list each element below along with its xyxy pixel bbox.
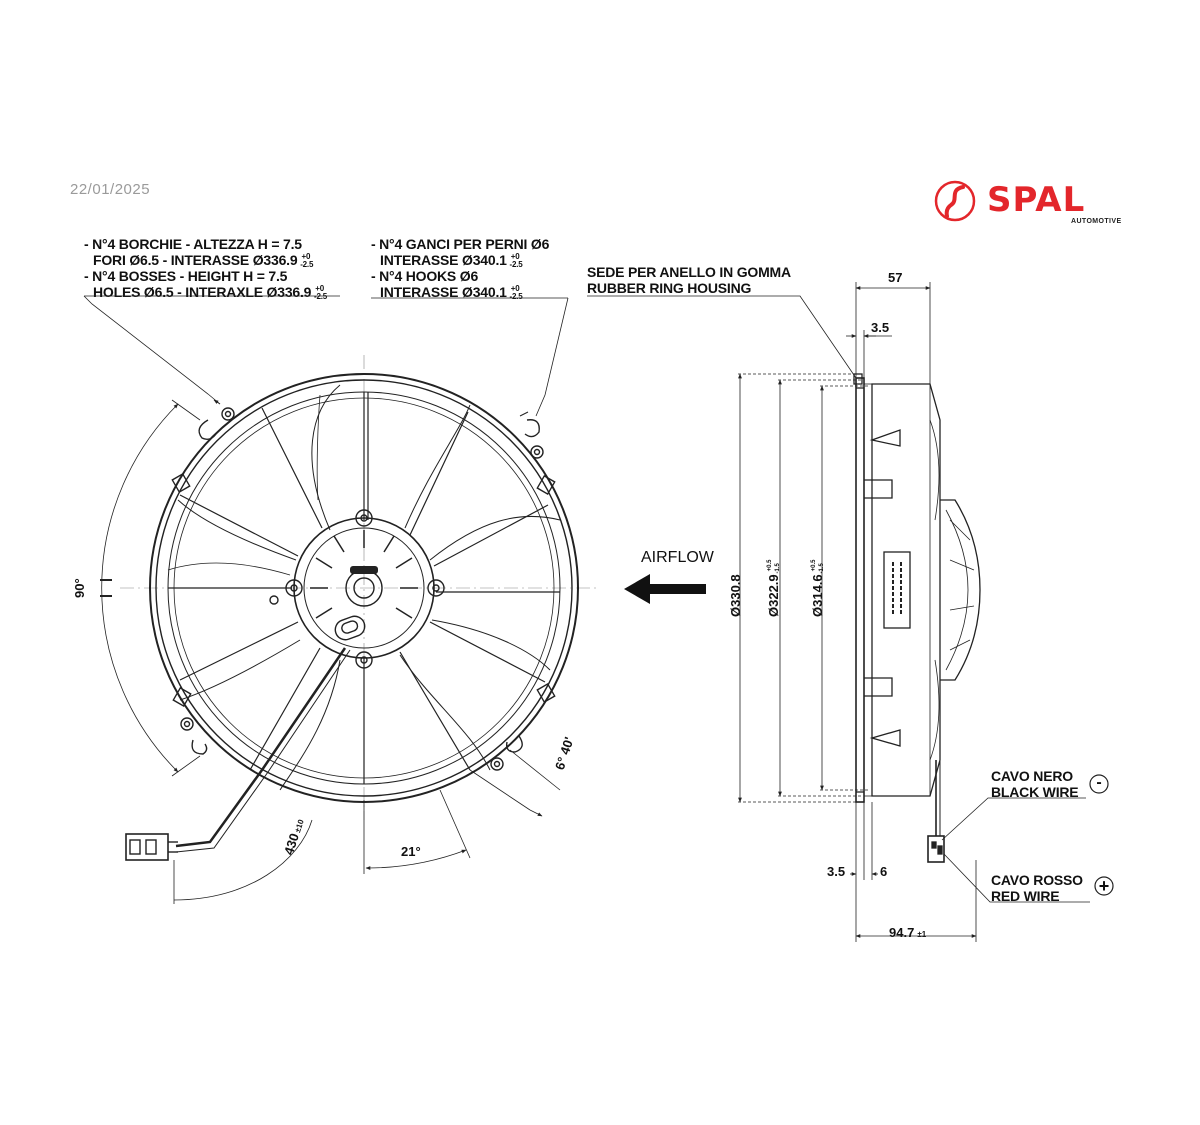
note-ring-it: SEDE PER ANELLO IN GOMMA bbox=[587, 264, 791, 280]
red-wire-sign-circle bbox=[1094, 876, 1114, 896]
mounting-bosses bbox=[180, 407, 544, 771]
fan-side-view bbox=[853, 373, 981, 863]
red-wire-label-en: RED WIRE bbox=[991, 888, 1060, 904]
red-wire-label-it: CAVO ROSSO bbox=[991, 872, 1083, 888]
note-hooks-it-2: INTERASSE Ø340.1+0-2.5 bbox=[380, 252, 523, 269]
note-ring-en: RUBBER RING HOUSING bbox=[587, 280, 752, 296]
spokes bbox=[168, 392, 560, 784]
dim-ring-3-5: 3.5 bbox=[871, 320, 890, 335]
black-wire-sign-circle bbox=[1089, 774, 1109, 794]
fan-front-view bbox=[120, 355, 600, 861]
logo-subtitle: AUTOMOTIVE bbox=[1071, 218, 1122, 225]
airflow-label: AIRFLOW bbox=[641, 549, 714, 566]
dim-bottom-3-5: 3.5 bbox=[827, 864, 846, 879]
note-hooks-en-1: - N°4 HOOKS Ø6 bbox=[371, 268, 479, 284]
black-wire-label-en: BLACK WIRE bbox=[991, 784, 1079, 800]
spal-logo: SPAL AUTOMOTIVE bbox=[933, 178, 1133, 226]
dim-depth-57: 57 bbox=[888, 270, 903, 285]
logo-wordmark: SPAL bbox=[987, 180, 1086, 220]
note-bosses-en-1: - N°4 BOSSES - HEIGHT H = 7.5 bbox=[84, 268, 288, 284]
note-bosses-it-1: - N°4 BORCHIE - ALTEZZA H = 7.5 bbox=[84, 236, 302, 252]
motor-cable bbox=[125, 647, 351, 861]
note-hooks-it-1: - N°4 GANCI PER PERNI Ø6 bbox=[371, 236, 550, 252]
black-wire-label-it: CAVO NERO bbox=[991, 768, 1073, 784]
drawing-date: 22/01/2025 bbox=[70, 181, 151, 198]
motor-hub bbox=[269, 509, 445, 669]
note-bosses-it-2: FORI Ø6.5 - INTERASSE Ø336.9+0-2.5 bbox=[93, 252, 314, 269]
note-hooks-en-2: INTERASSE Ø340.1+0-2.5 bbox=[380, 284, 523, 301]
red-wire-sign: + bbox=[1098, 876, 1110, 896]
mounting-hooks bbox=[191, 411, 540, 755]
fan-blades bbox=[167, 384, 561, 791]
airflow-arrow bbox=[624, 574, 706, 604]
spal-swirl-icon bbox=[934, 180, 976, 222]
black-wire-sign: - bbox=[1096, 774, 1102, 791]
dim-bottom-6: 6 bbox=[880, 864, 888, 879]
